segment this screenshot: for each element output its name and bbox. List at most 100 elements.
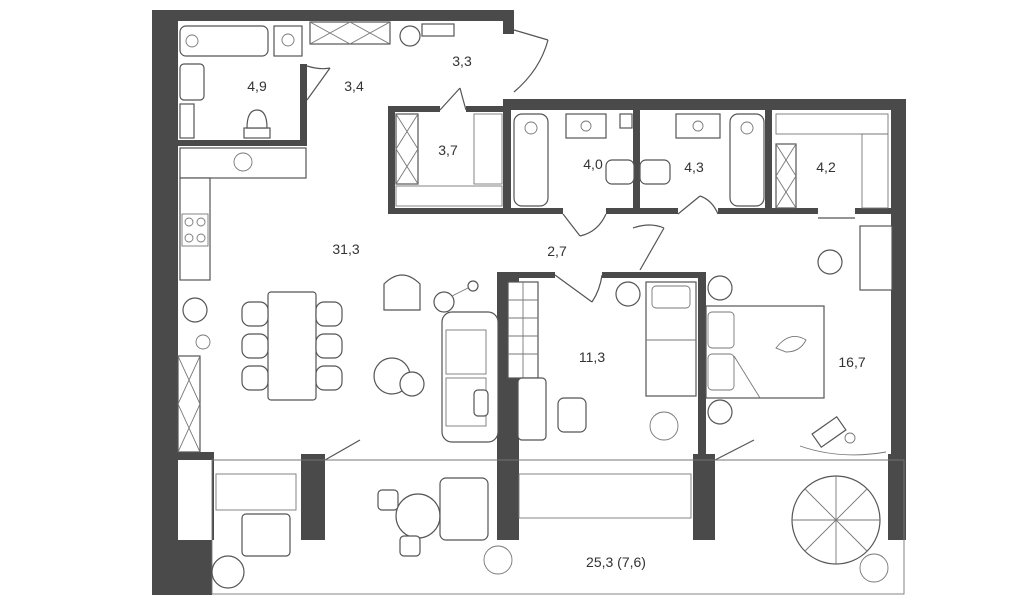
cat-on-bed — [775, 335, 807, 353]
coffee-table-small — [399, 371, 425, 397]
nightstand-3 — [707, 399, 733, 425]
kitchen-fixtures — [177, 147, 307, 453]
bed-1 — [645, 281, 697, 397]
bathtub-2-drain — [524, 121, 538, 135]
wall-closet1-top — [388, 106, 440, 112]
cooktop — [181, 213, 209, 247]
sink-2 — [179, 63, 205, 101]
walls — [152, 10, 906, 595]
pillar-3 — [693, 454, 715, 540]
wall-bathroom1-right — [300, 64, 307, 146]
pillar-2 — [497, 454, 519, 540]
closet-2-rail-right — [861, 133, 889, 209]
label-closet-2: 4,2 — [816, 159, 836, 175]
terrace-chair-left — [241, 513, 291, 557]
chair-r1 — [315, 301, 343, 327]
corridor-doors — [554, 224, 665, 303]
label-bedroom-2: 16,7 — [838, 354, 865, 370]
bed-2-blanket — [733, 355, 761, 399]
terrace-round-table — [395, 493, 441, 539]
terrace-plant-2 — [859, 553, 889, 583]
terrace-lounger — [439, 477, 489, 541]
vanity-2 — [619, 113, 633, 129]
label-bedroom-1: 11,3 — [579, 349, 605, 365]
closet-2-shelf-cross — [775, 143, 797, 209]
wall-bedroom1-top — [497, 272, 555, 278]
outer-wall-left — [152, 10, 178, 595]
yoga-mat — [811, 416, 847, 448]
wall-bath-row-bottom — [388, 208, 563, 214]
terrace-outline — [211, 459, 905, 595]
pet-bowl — [182, 297, 208, 323]
kitchen-counter-side — [179, 177, 211, 281]
label-bathroom-3: 4,3 — [684, 159, 704, 175]
wall-bedroom1-right — [698, 272, 706, 462]
label-hall-1: 3,4 — [344, 78, 364, 94]
entry-door — [513, 29, 549, 93]
dining-set — [241, 291, 343, 401]
umbrella-ribs — [792, 476, 880, 564]
pillar-1 — [301, 454, 325, 540]
wall-balcony-left — [178, 452, 214, 460]
bathtub-3 — [729, 113, 765, 207]
label-hall-2: 3,3 — [452, 53, 472, 69]
sink-1-bowl — [281, 33, 295, 47]
sofa — [441, 311, 499, 443]
burner-2 — [196, 217, 206, 227]
cabinet-bath-1 — [179, 103, 195, 139]
sink-3-bowl — [580, 120, 592, 132]
plant-bedroom-1 — [649, 411, 679, 441]
bedroom-1-wardrobe-lines — [508, 282, 538, 378]
bath2-door — [562, 213, 607, 237]
label-terrace: 25,3 (7,6) — [586, 554, 646, 570]
outer-wall-top-left — [152, 10, 514, 21]
room-labels: 4,9 3,4 3,3 3,7 4,0 4,3 4,2 31,3 2,7 11,… — [247, 53, 866, 570]
toilet-1-bowl — [246, 109, 268, 129]
closet-1-shelf — [395, 113, 419, 185]
bath1-door — [306, 65, 331, 101]
hall-fixtures — [306, 21, 549, 111]
bedroom2-door — [632, 224, 665, 271]
burner-3 — [184, 233, 194, 243]
dumbbell-ring — [844, 432, 856, 444]
toilet-2 — [605, 159, 635, 185]
bathroom-2-fixtures — [513, 113, 635, 207]
sink-4-bowl — [692, 120, 704, 132]
wall-closet2-bottom — [855, 208, 891, 214]
pillar-4 — [888, 454, 906, 540]
hall-pouf — [399, 25, 421, 47]
closet-1-rail-right — [473, 113, 503, 185]
closet-2-rail-top — [775, 113, 889, 135]
sofa-pillow — [473, 389, 489, 417]
bathroom-3-fixtures — [562, 113, 765, 237]
wardrobe-hall-cross — [309, 21, 391, 45]
sink-4 — [675, 113, 721, 139]
label-bathroom-2: 4,0 — [583, 156, 603, 172]
terrace-chair-1 — [377, 489, 399, 511]
outer-wall-right — [891, 99, 906, 464]
pet-bowl-inner — [195, 334, 211, 350]
bath3-door — [677, 195, 719, 215]
planter-left — [215, 473, 297, 511]
bedroom-2-fixtures — [705, 225, 893, 456]
chair-l1 — [241, 301, 269, 327]
closet1-door — [439, 87, 467, 111]
bed-1-pillow — [651, 285, 691, 309]
bathroom-1-fixtures — [179, 25, 303, 139]
wall-bath-row-bottom-2 — [606, 208, 678, 214]
wall-bathroom1-bottom — [178, 140, 307, 146]
kitchen-sink — [233, 152, 253, 172]
closet-1-rail-bottom — [395, 185, 503, 207]
bathtub-1-drain — [185, 34, 199, 48]
nightstand-1 — [615, 281, 641, 307]
closet-1-shelf-cross — [395, 113, 419, 185]
wall-bath-divider-1 — [503, 99, 511, 214]
burner-4 — [196, 233, 206, 243]
desk — [517, 377, 547, 441]
terrace-door-2 — [714, 439, 755, 461]
bathtub-3-drain — [740, 121, 754, 135]
wall-closet1-top-right — [466, 106, 510, 112]
nightstand-2 — [707, 275, 733, 301]
bathtub-1 — [179, 25, 269, 57]
label-living-kitchen: 31,3 — [332, 241, 359, 257]
